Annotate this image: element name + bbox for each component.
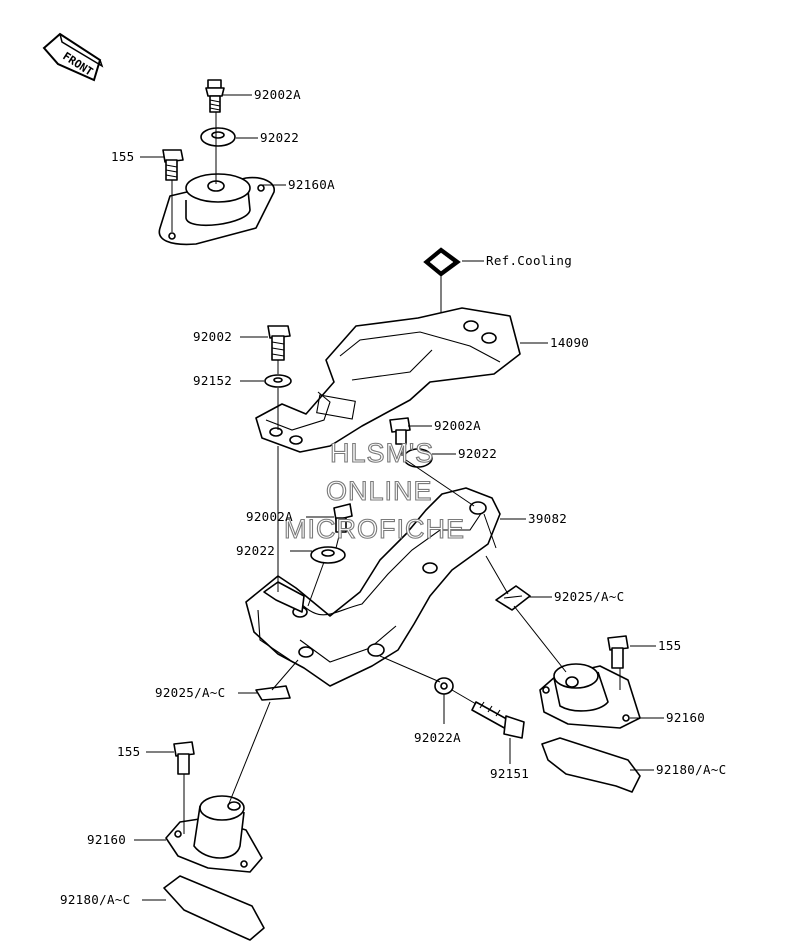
watermark-line-1: HLSM'S — [330, 438, 434, 468]
label-92025-left: 92025/A~C — [155, 685, 225, 700]
label-92002A-mid: 92002A — [434, 418, 481, 433]
washer-92022A — [434, 677, 454, 695]
watermark: HLSM'S ONLINE MICROFICHE — [283, 437, 465, 544]
washer-92152 — [264, 374, 292, 388]
front-arrow-icon: FRONT — [42, 32, 104, 82]
shim-92180-right — [541, 737, 641, 793]
label-14090: 14090 — [550, 335, 589, 350]
engine-mount-92160-left — [165, 795, 263, 873]
bolt-92002A-top — [205, 79, 225, 113]
label-92180-right: 92180/A~C — [656, 762, 726, 777]
label-92151: 92151 — [490, 766, 529, 781]
label-155-top: 155 — [111, 149, 134, 164]
label-92152: 92152 — [193, 373, 232, 388]
label-ref-cooling: Ref.Cooling — [486, 253, 572, 268]
clip-92025-right — [495, 585, 531, 611]
bolt-92002 — [267, 325, 291, 361]
bolt-155-top — [162, 149, 184, 181]
washer-92022-mid — [403, 448, 433, 468]
part-labels: 92002A 92022 155 92160A Ref.Cooling 9200… — [60, 87, 726, 907]
clip-92025-left — [255, 685, 291, 701]
label-92002: 92002 — [193, 329, 232, 344]
washer-92022-top — [200, 127, 236, 147]
shim-92180-left — [163, 875, 265, 941]
label-155-left: 155 — [117, 744, 140, 759]
bolt-155-right — [607, 635, 629, 669]
label-92160A: 92160A — [288, 177, 335, 192]
label-92022-left: 92022 — [236, 543, 275, 558]
label-92002A-top: 92002A — [254, 87, 301, 102]
label-92022-top: 92022 — [260, 130, 299, 145]
engine-mount-92160A — [158, 173, 275, 246]
label-39082: 39082 — [528, 511, 567, 526]
label-92022-mid: 92022 — [458, 446, 497, 461]
ref-cooling-icon — [423, 247, 461, 330]
label-92160-right: 92160 — [666, 710, 705, 725]
bolt-92002A-left — [333, 503, 353, 533]
bracket-14090 — [255, 307, 521, 453]
label-92002A-left: 92002A — [246, 509, 293, 524]
label-92022A: 92022A — [414, 730, 461, 745]
washer-92022-left — [310, 546, 346, 564]
bolt-92151 — [471, 701, 525, 739]
frame-39082 — [245, 487, 501, 687]
bolt-155-left — [173, 741, 195, 775]
label-92025-right: 92025/A~C — [554, 589, 624, 604]
label-155-right: 155 — [658, 638, 681, 653]
bolt-92002A-mid — [389, 417, 411, 445]
watermark-line-3: MICROFICHE — [284, 514, 465, 544]
engine-mount-92160-right — [539, 663, 641, 729]
leader-lines — [134, 94, 664, 901]
label-92160-left: 92160 — [87, 832, 126, 847]
watermark-line-2: ONLINE — [326, 476, 433, 506]
label-92180-left: 92180/A~C — [60, 892, 130, 907]
